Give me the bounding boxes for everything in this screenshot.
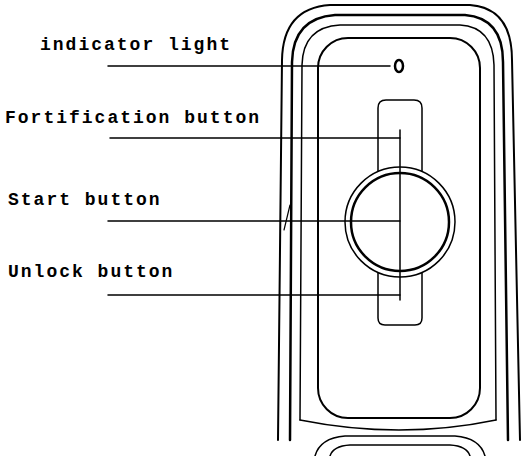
part-label: indicator light — [40, 34, 232, 56]
housing-outer — [278, 5, 520, 440]
leader-line — [110, 137, 400, 139]
housing-bottom — [300, 420, 496, 430]
housing-rim — [290, 15, 508, 440]
housing-tick — [284, 205, 290, 230]
leader-line — [108, 294, 400, 296]
part-label: Fortification button — [5, 107, 261, 129]
leader-line — [108, 220, 400, 222]
part-label: Start button — [8, 189, 162, 211]
key-ring — [315, 436, 485, 456]
part-label: Unlock button — [8, 261, 174, 283]
indicator-light — [395, 60, 403, 72]
key-ring-inner — [330, 445, 470, 456]
button-panel — [318, 38, 480, 418]
button-divider — [399, 130, 401, 300]
housing-inner-rim — [300, 25, 496, 420]
leader-line — [108, 65, 390, 67]
